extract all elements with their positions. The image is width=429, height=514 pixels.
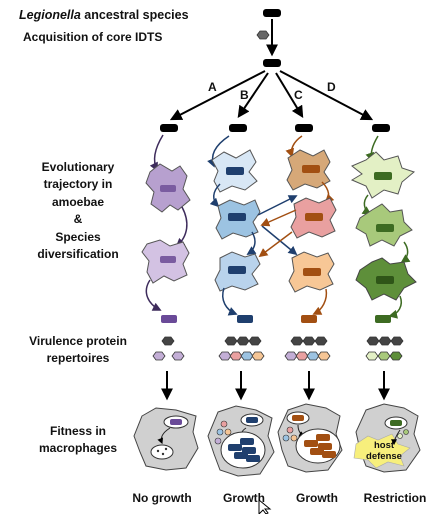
crossover-arrow-orange-1 bbox=[260, 209, 297, 227]
bacterium-a-final bbox=[161, 315, 177, 323]
bacterium-d-final bbox=[375, 315, 391, 323]
crossover-arrow-orange-2 bbox=[258, 231, 293, 258]
evolution-label: Evolutionary trajectory in amoebae & Spe… bbox=[37, 160, 119, 261]
branch-bacterium-d bbox=[372, 124, 390, 132]
outcome-b: Growth bbox=[223, 491, 265, 505]
divergence-arrow-d bbox=[279, 70, 374, 121]
macrophage-b bbox=[207, 405, 275, 477]
trajectory-arrow-b3 bbox=[246, 231, 257, 255]
crossover-arrow-blue-1 bbox=[257, 195, 298, 216]
trajectory-arrow-d2 bbox=[361, 194, 372, 215]
divergence-arrow-b bbox=[237, 72, 269, 118]
virulence-label: Virulence protein repertoires bbox=[29, 334, 127, 366]
macrophage-a bbox=[133, 407, 199, 471]
repertoire-c bbox=[284, 336, 331, 361]
repertoire-a bbox=[152, 336, 185, 361]
ancestral-species-label: Legionella ancestral species bbox=[19, 8, 189, 22]
bacterium-b-final bbox=[237, 315, 253, 323]
macrophage-d bbox=[353, 403, 421, 473]
branch-bacterium-c bbox=[295, 124, 313, 132]
cursor-icon bbox=[258, 498, 272, 514]
outcome-c: Growth bbox=[296, 491, 338, 505]
trajectory-arrow-a3 bbox=[145, 279, 162, 311]
macrophage-c bbox=[277, 403, 343, 473]
host-defense-label: host defense bbox=[366, 440, 402, 462]
trajectory-arrow-d4 bbox=[388, 295, 402, 319]
branch-label-c: C bbox=[294, 88, 303, 102]
crossover-arrow-blue-2 bbox=[261, 225, 298, 256]
ancestral-bacterium bbox=[263, 9, 281, 17]
trajectory-arrow-d3 bbox=[400, 241, 411, 263]
core-idts-hexagon bbox=[256, 30, 270, 40]
fitness-label: Fitness in macrophages bbox=[38, 424, 118, 456]
trajectory-arrow-b2 bbox=[209, 183, 221, 208]
branch-label-b: B bbox=[240, 88, 249, 102]
acquisition-label: Acquisition of core IDTS bbox=[23, 30, 163, 44]
trajectory-arrow-b4 bbox=[222, 287, 238, 316]
trajectory-arrow-c1 bbox=[285, 135, 303, 158]
outcome-d: Restriction bbox=[363, 491, 427, 505]
divergence-arrow-c bbox=[275, 72, 304, 119]
trajectory-arrow-c3 bbox=[312, 288, 328, 315]
branch-label-a: A bbox=[208, 80, 217, 94]
bacterium-c-final bbox=[301, 315, 317, 323]
branch-bacterium-a bbox=[160, 124, 178, 132]
branch-bacterium-b bbox=[229, 124, 247, 132]
divergence-arrow-a bbox=[169, 70, 266, 121]
trajectory-arrow-a2 bbox=[175, 206, 188, 248]
repertoire-b bbox=[218, 336, 265, 361]
outcome-a: No growth bbox=[132, 491, 192, 505]
repertoire-d bbox=[365, 336, 404, 361]
branch-label-d: D bbox=[327, 80, 336, 94]
ancestor-with-idts bbox=[263, 59, 281, 67]
trajectory-arrow-b1 bbox=[207, 135, 230, 168]
